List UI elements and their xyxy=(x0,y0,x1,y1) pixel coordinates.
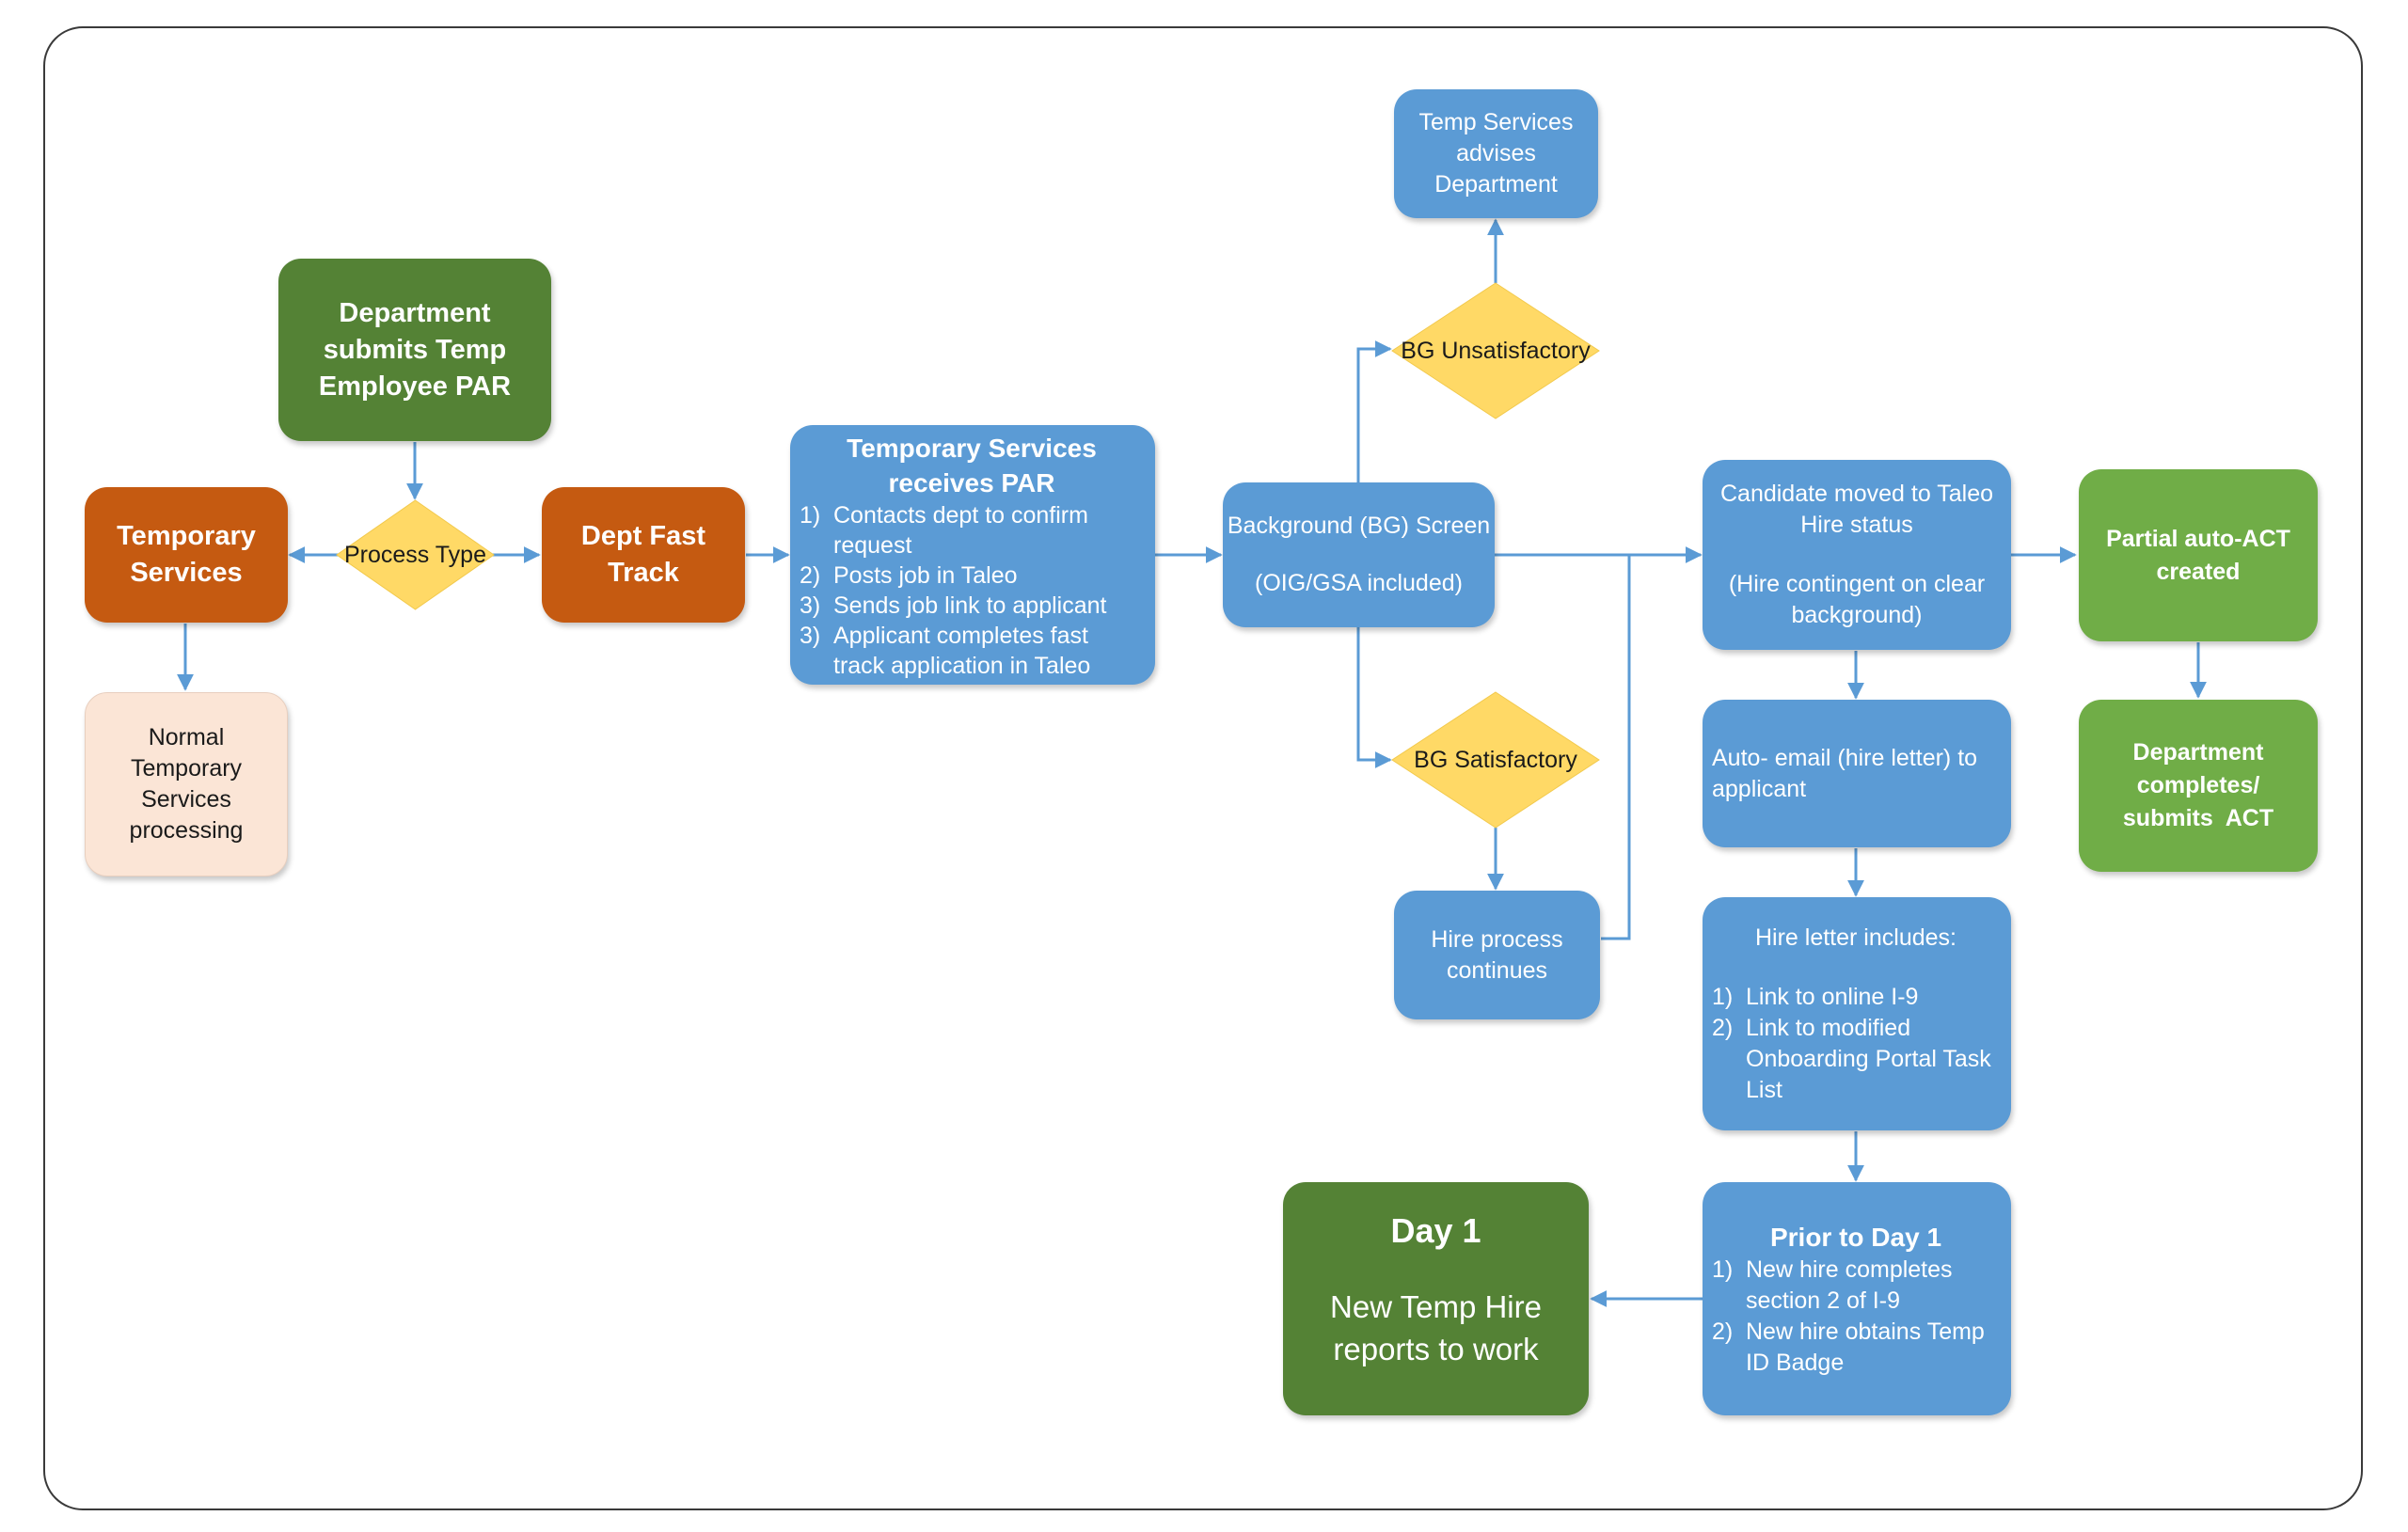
node-prior-to-day-1: Prior to Day 1 1)New hire completes sect… xyxy=(1703,1182,2011,1415)
list-item: 1)Contacts dept to confirm request xyxy=(800,502,1088,559)
decision-label: BG Unsatisfactory xyxy=(1401,337,1591,364)
list-item: 2)Link to modified Onboarding Portal Tas… xyxy=(1712,1014,1991,1103)
node-dept-fast-track: Dept Fast Track xyxy=(542,487,745,623)
node-text-line: Track xyxy=(608,558,679,588)
node-text-line: Department xyxy=(2132,739,2264,766)
node-normal-temporary-processing: Normal Temporary Services processing xyxy=(85,692,288,877)
edge-hire-continues-to-candidate-moved xyxy=(1601,555,1631,940)
node-day-1: Day 1 New Temp Hire reports to work xyxy=(1283,1182,1589,1415)
node-text-line: submits ACT xyxy=(2122,805,2274,831)
node-title-line: Hire letter includes: xyxy=(1755,924,1956,951)
node-text-line: Hire process xyxy=(1431,925,1563,953)
node-text-line: New Temp Hire xyxy=(1330,1289,1542,1324)
node-text-line: Department xyxy=(1434,171,1558,197)
node-background-screen: Background (BG) Screen (OIG/GSA included… xyxy=(1223,482,1495,627)
node-text-line: Employee PAR xyxy=(318,371,512,402)
decision-label: Process Type xyxy=(343,541,486,568)
node-department-completes-submits-act: Department completes/ submits ACT xyxy=(2079,700,2318,872)
node-hire-process-continues: Hire process continues xyxy=(1394,891,1600,1019)
list-item: 3)Sends job link to applicant xyxy=(800,592,1107,619)
decision-shape xyxy=(1391,282,1600,419)
decision-process-type: Process Type xyxy=(336,499,495,610)
node-text-line: Services xyxy=(130,558,243,588)
node-text-line: Temp Services xyxy=(1418,109,1574,135)
node-auto-email-hire-letter: Auto- email (hire letter) to applicant xyxy=(1703,700,2011,847)
node-text-line: Hire status xyxy=(1800,512,1913,538)
node-title-line: Temporary Services xyxy=(847,434,1097,463)
node-title-line: receives PAR xyxy=(888,468,1055,498)
node-temp-services-advises-department: Temp Services advises Department xyxy=(1394,89,1598,218)
list-item: 3)Applicant completes fast track applica… xyxy=(800,623,1091,679)
edge-bg-screen-to-bg-satisfactory xyxy=(1356,627,1392,768)
node-text-line: applicant xyxy=(1712,775,1807,802)
diagram-frame xyxy=(43,26,2363,1510)
node-text-line: Normal xyxy=(148,724,225,750)
decision-shape xyxy=(336,499,495,610)
node-items-list: 1)Link to online I-9 2)Link to modified … xyxy=(1712,982,2000,1106)
node-text-line: Candidate moved to Taleo xyxy=(1719,481,1993,507)
list-item: 1)Link to online I-9 xyxy=(1712,983,1919,1010)
decision-label: BG Satisfactory xyxy=(1414,746,1577,773)
node-items-list: 1)New hire completes section 2 of I-9 2)… xyxy=(1712,1255,2000,1379)
node-text-line: created xyxy=(2156,558,2241,585)
decision-shape xyxy=(1391,691,1600,829)
node-text-line: Dept Fast xyxy=(580,521,706,551)
decision-bg-satisfactory: BG Satisfactory xyxy=(1391,691,1600,829)
node-text-line: Background (BG) Screen xyxy=(1227,513,1491,539)
node-text-line: (Hire contingent on clear xyxy=(1728,571,1986,597)
decision-bg-unsatisfactory: BG Unsatisfactory xyxy=(1391,282,1600,419)
node-text-line: reports to work xyxy=(1333,1332,1539,1366)
edge-bg-screen-to-bg-unsatisfactory xyxy=(1356,340,1392,482)
list-item: 2)New hire obtains Temp ID Badge xyxy=(1712,1318,1985,1376)
node-title-line: Prior to Day 1 xyxy=(1769,1222,1942,1252)
node-text-line: completes/ xyxy=(2136,772,2260,798)
node-text-line: Auto- email (hire letter) to xyxy=(1712,744,1978,771)
node-text-line: Temporary xyxy=(130,755,243,782)
node-candidate-moved-to-taleo: Candidate moved to Taleo Hire status (Hi… xyxy=(1703,460,2011,650)
node-steps-list: 1)Contacts dept to confirm request 2)Pos… xyxy=(800,500,1144,681)
node-title-line: Day 1 xyxy=(1390,1211,1481,1250)
node-temporary-services-receives-par: Temporary Services receives PAR 1)Contac… xyxy=(790,425,1155,685)
node-text-line: Department xyxy=(339,297,491,328)
list-item: 1)New hire completes section 2 of I-9 xyxy=(1712,1256,1953,1314)
node-text-line: Partial auto-ACT xyxy=(2106,525,2290,552)
node-text-line: processing xyxy=(129,817,244,844)
node-temporary-services: Temporary Services xyxy=(85,487,288,623)
node-text-line: submits Temp xyxy=(323,334,507,365)
node-text-line: continues xyxy=(1446,956,1548,984)
node-text-line: Temporary xyxy=(117,521,256,551)
node-text-line: advises xyxy=(1456,140,1536,166)
node-department-submits-temp-par: Department submits Temp Employee PAR xyxy=(278,259,551,441)
node-text-line: (OIG/GSA included) xyxy=(1255,570,1463,596)
node-partial-auto-act-created: Partial auto-ACT created xyxy=(2079,469,2318,641)
node-text-line: background) xyxy=(1791,602,1923,628)
list-item: 2)Posts job in Taleo xyxy=(800,562,1018,589)
node-text-line: Services xyxy=(141,786,231,813)
node-hire-letter-includes: Hire letter includes: 1)Link to online I… xyxy=(1703,897,2011,1130)
